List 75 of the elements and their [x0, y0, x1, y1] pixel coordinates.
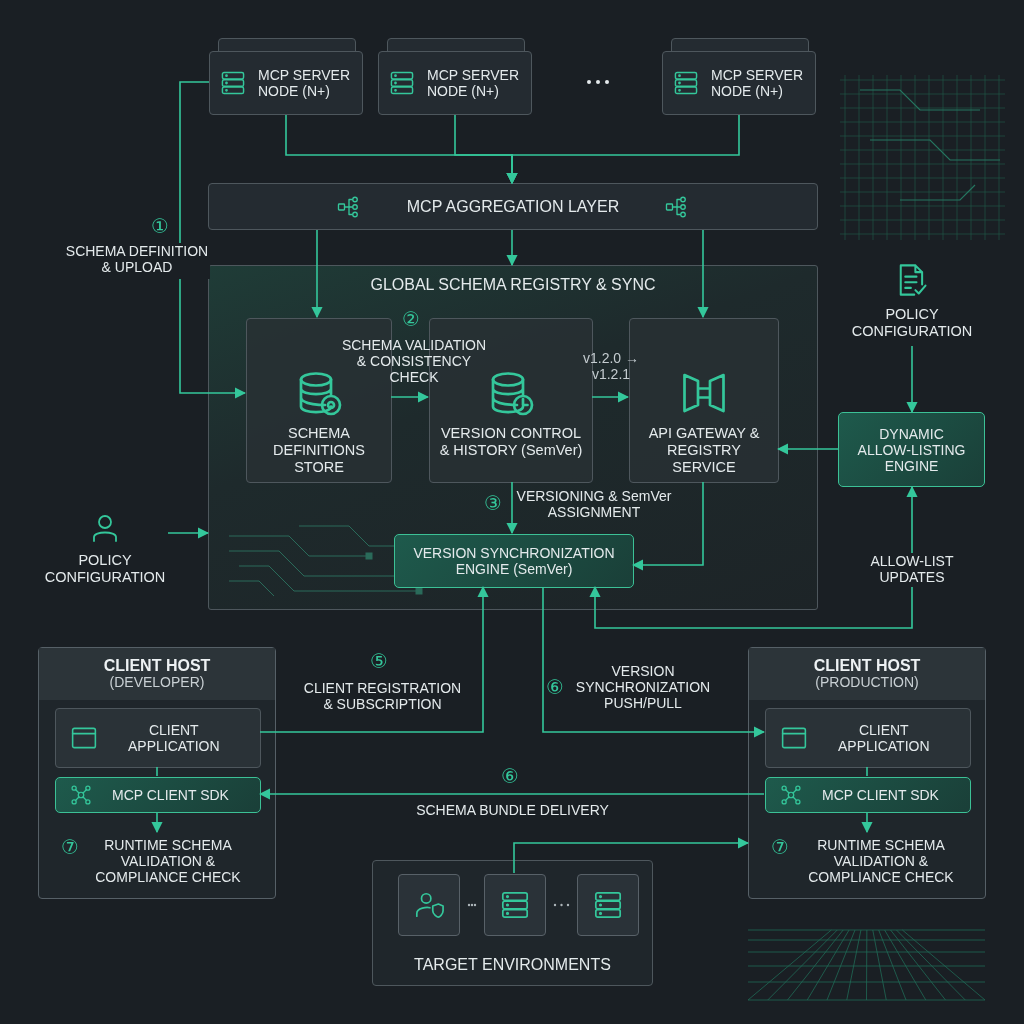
server-node-card — [662, 51, 816, 115]
node-label: CLIENT APPLICATION — [127, 722, 221, 754]
step-number: ⑦ — [771, 837, 789, 857]
connector-arrow — [513, 837, 750, 874]
connector-arrow — [390, 391, 430, 403]
application-card — [55, 708, 261, 768]
client-host-panel — [748, 647, 986, 899]
sdk-bar — [765, 777, 971, 813]
engine-box — [394, 534, 634, 588]
node-label: POLICY CONFIGURATION — [43, 552, 167, 586]
aggregation-layer-bar — [208, 183, 818, 230]
connector-arrow — [906, 345, 918, 414]
node-label: MCP SERVER NODE (N+) — [711, 67, 805, 99]
connector-arrow — [631, 481, 704, 571]
callout-number: ③ — [484, 493, 502, 513]
connector-arrow — [506, 481, 518, 535]
callout-number: ⑥ — [546, 677, 564, 697]
server-node-card — [209, 51, 363, 115]
step-number: ⑦ — [61, 837, 79, 857]
icon-tile — [398, 874, 460, 936]
icon-tile — [484, 874, 546, 936]
callout-number: ⑤ — [370, 651, 388, 671]
callout-number: ① — [151, 216, 169, 236]
node-label: RUNTIME SCHEMA VALIDATION & COMPLIANCE CHECK — [807, 837, 955, 885]
server-node-card — [378, 51, 532, 115]
connector-arrow — [542, 586, 766, 738]
connector-arrow — [506, 229, 518, 267]
node-label: RUNTIME SCHEMA VALIDATION & COMPLIANCE CHECK — [94, 837, 242, 885]
connector-arrow — [179, 81, 247, 399]
sdk-bar — [55, 777, 261, 813]
connector-arrow — [311, 229, 323, 319]
node-label: API GATEWAY & REGISTRY SERVICE — [647, 425, 761, 476]
node-label: MCP SERVER NODE (N+) — [427, 67, 521, 99]
icon-tile — [577, 874, 639, 936]
node-label: POLICY CONFIGURATION — [850, 306, 974, 340]
edge-label: SCHEMA VALIDATION & CONSISTENCY CHECK — [340, 337, 488, 387]
connector-arrow — [861, 811, 873, 834]
connector-arrow — [259, 585, 489, 733]
application-card — [765, 708, 971, 768]
registry-panel — [208, 265, 818, 610]
node-label: CLIENT HOST — [102, 658, 212, 674]
node-label: (DEVELOPER) — [108, 674, 206, 690]
node-label: MCP CLIENT SDK — [822, 787, 939, 803]
component-card — [629, 318, 779, 483]
connector-arrow — [151, 811, 163, 834]
connector-arrow — [591, 391, 630, 403]
node-label: MCP AGGREGATION LAYER — [406, 198, 620, 215]
connector-arrow — [167, 527, 210, 539]
edge-label: v1.2.0 → v1.2.1 — [582, 350, 640, 384]
node-label: DYNAMIC ALLOW-LISTING ENGINE — [857, 425, 966, 474]
engine-box — [838, 412, 985, 487]
edge-label: VERSIONING & SemVer ASSIGNMENT — [515, 488, 673, 522]
node-label: VERSION SYNCHRONIZATION ENGINE (SemVer) — [413, 545, 615, 577]
edge-label: CLIENT REGISTRATION & SUBSCRIPTION — [302, 680, 463, 714]
node-label: MCP CLIENT SDK — [112, 787, 229, 803]
edge-label: SCHEMA DEFINITION & UPLOAD — [64, 243, 210, 279]
panel-label: TARGET ENVIRONMENTS — [413, 957, 612, 973]
connector-arrow — [258, 788, 765, 800]
connector-arrow — [697, 229, 709, 319]
panel-heading: GLOBAL SCHEMA REGISTRY & SYNC — [369, 277, 657, 293]
edge-label: SCHEMA BUNDLE DELIVERY — [415, 802, 610, 820]
edge-label: VERSION SYNCHRONIZATION PUSH/PULL — [574, 663, 712, 713]
callout-number: ② — [402, 309, 420, 329]
client-host-panel — [38, 647, 276, 899]
node-label: VERSION CONTROL & HISTORY (SemVer) — [438, 425, 584, 459]
callout-number: ⑥ — [501, 766, 519, 786]
node-label: (PRODUCTION) — [814, 674, 920, 690]
connector-arrow — [776, 443, 839, 455]
node-label: MCP SERVER NODE (N+) — [258, 67, 352, 99]
connector-arrow — [506, 114, 740, 185]
node-label: CLIENT APPLICATION — [837, 722, 931, 754]
environment-panel — [372, 860, 653, 986]
node-label: CLIENT HOST — [812, 658, 922, 674]
connector-arrow — [589, 485, 918, 629]
node-label: SCHEMA DEFINITIONS STORE — [272, 425, 366, 476]
